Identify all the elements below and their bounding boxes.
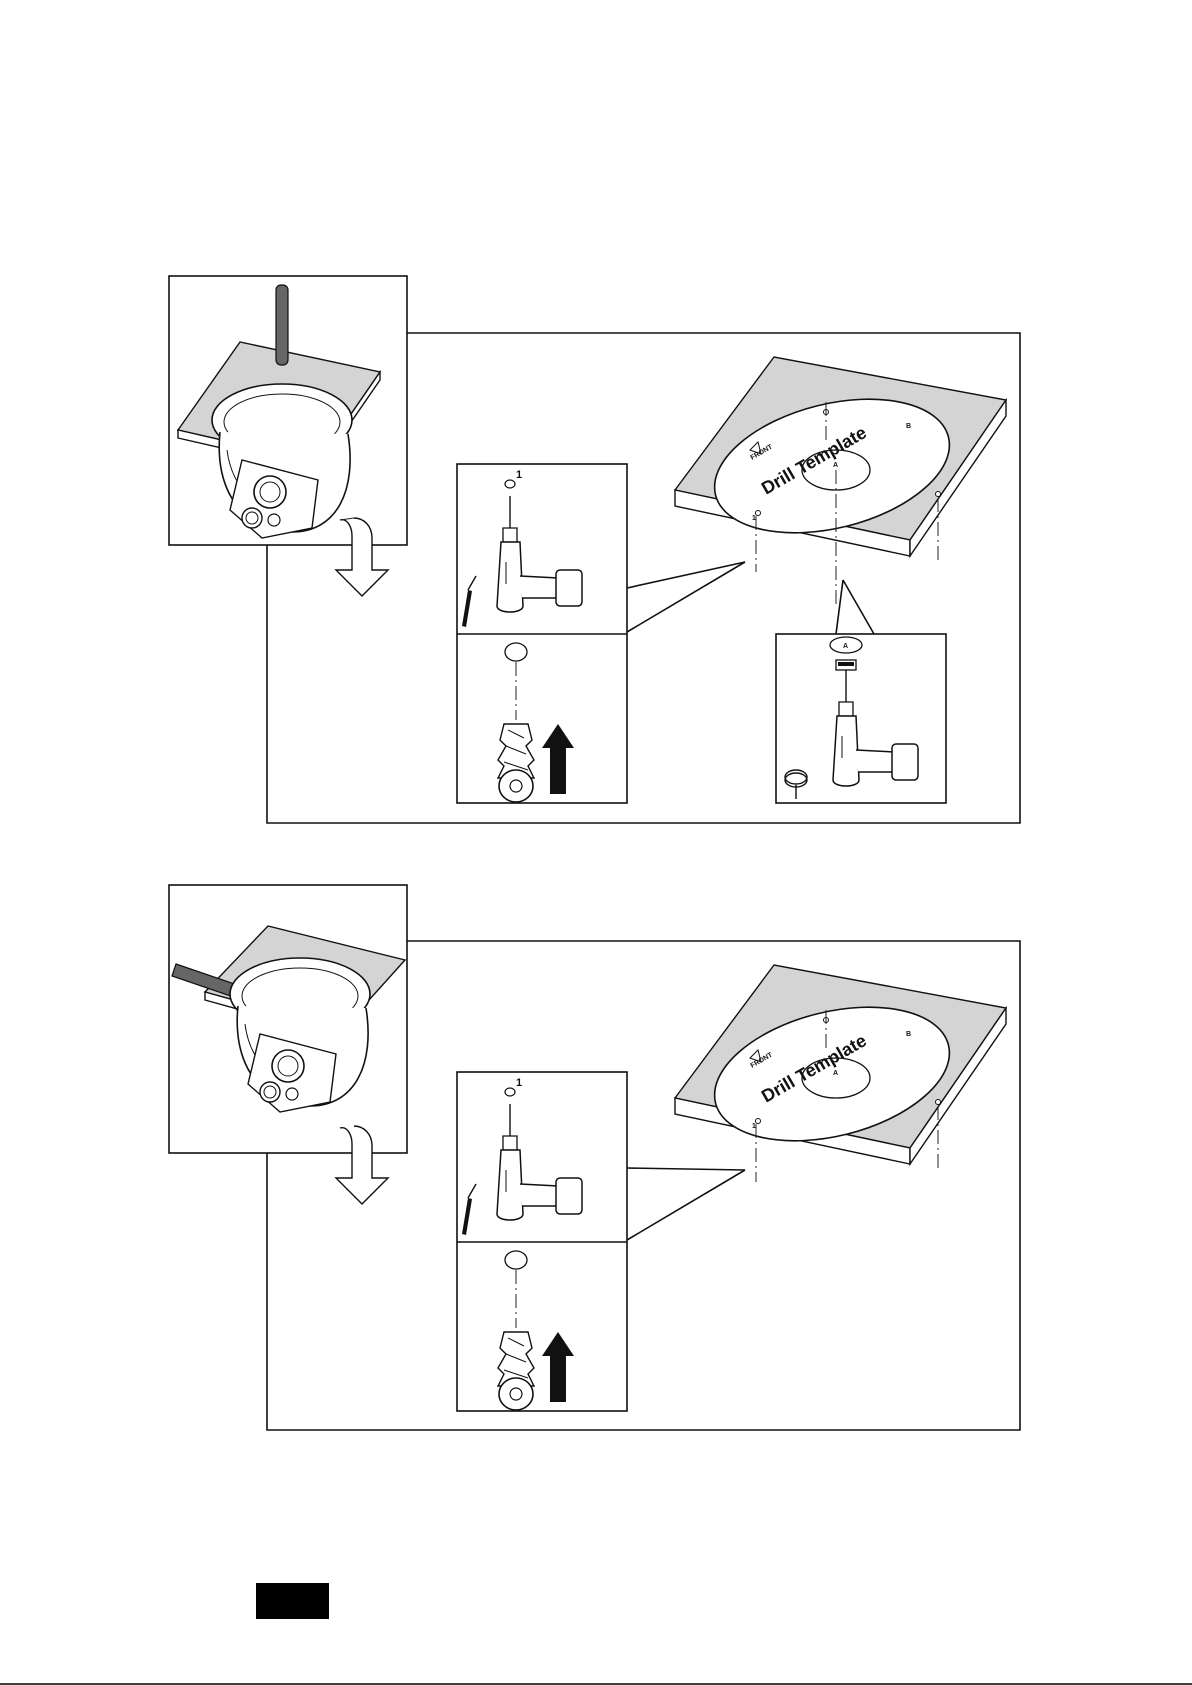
cable-hole-detail-panel: A [776, 634, 946, 803]
hole-marker-2 [505, 1088, 515, 1096]
template-hole-label-1: 1 [752, 515, 756, 522]
cable-hole-label: A [843, 643, 848, 650]
ceiling-template-2: A Drill Template FRONT 1 B [675, 965, 1006, 1182]
template-hole-label-b-2: B [906, 1031, 911, 1038]
hole-marker [505, 480, 515, 488]
template-hole-label-1-2: 1 [752, 1123, 756, 1130]
template-hole-label-b: B [906, 423, 911, 430]
figure-1: A Drill Template FRONT 1 B 1 [169, 276, 1020, 823]
drill-hole-detail-panel: 1 [457, 464, 627, 803]
drill-hole-label: 1 [516, 469, 522, 481]
drill-hole-label-2: 1 [516, 1077, 522, 1089]
ceiling-template: A Drill Template FRONT 1 B [675, 357, 1006, 608]
figure-2: A Drill Template FRONT 1 B 1 [169, 885, 1020, 1430]
drill-hole-detail-panel-2: 1 [457, 1072, 627, 1411]
template-hole-label-a: A [833, 462, 838, 469]
cable-vertical [276, 285, 288, 365]
page-tab [256, 1583, 329, 1619]
template-hole-label-a-2: A [833, 1070, 838, 1077]
